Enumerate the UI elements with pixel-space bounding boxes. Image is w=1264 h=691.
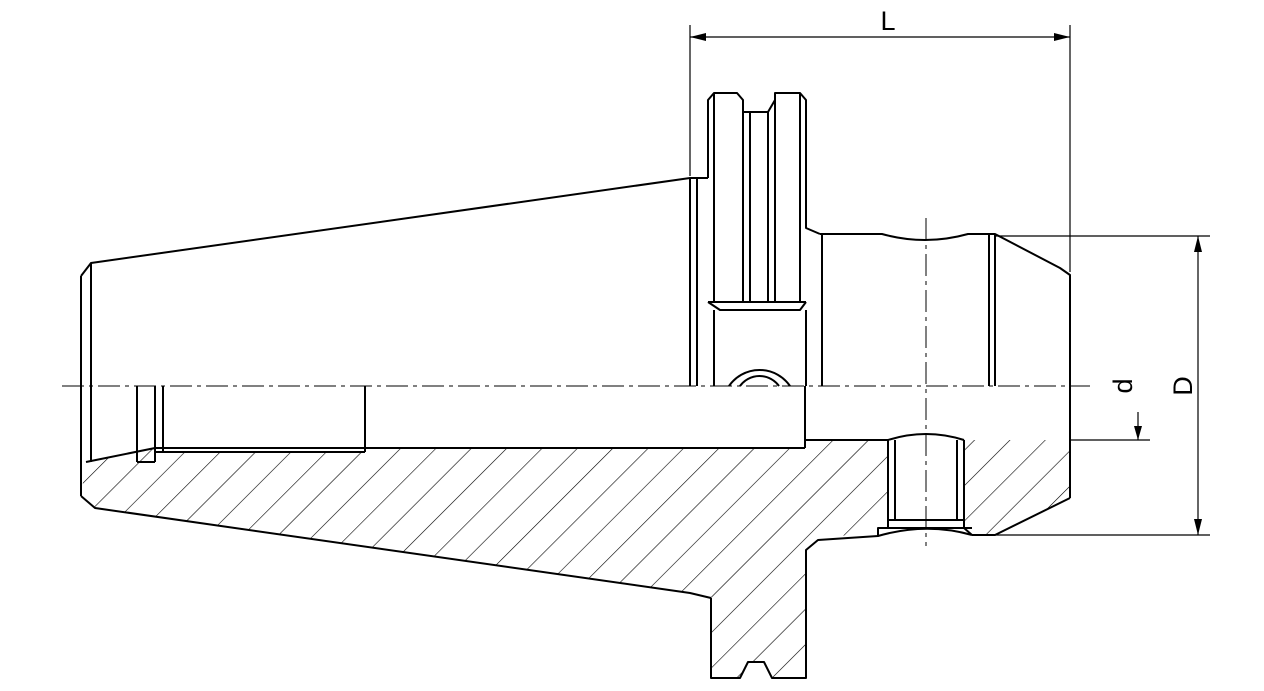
dimension-L [689,25,1071,272]
dimension-D [995,235,1210,536]
section-hatching [81,440,1070,678]
dimension-label-D: D [1168,376,1198,396]
dimension-label-L: L [880,6,895,36]
center-lines [62,218,1090,546]
body-outline [80,92,1071,679]
dimension-d [1070,412,1150,441]
dimension-label-d: d [1108,378,1138,393]
